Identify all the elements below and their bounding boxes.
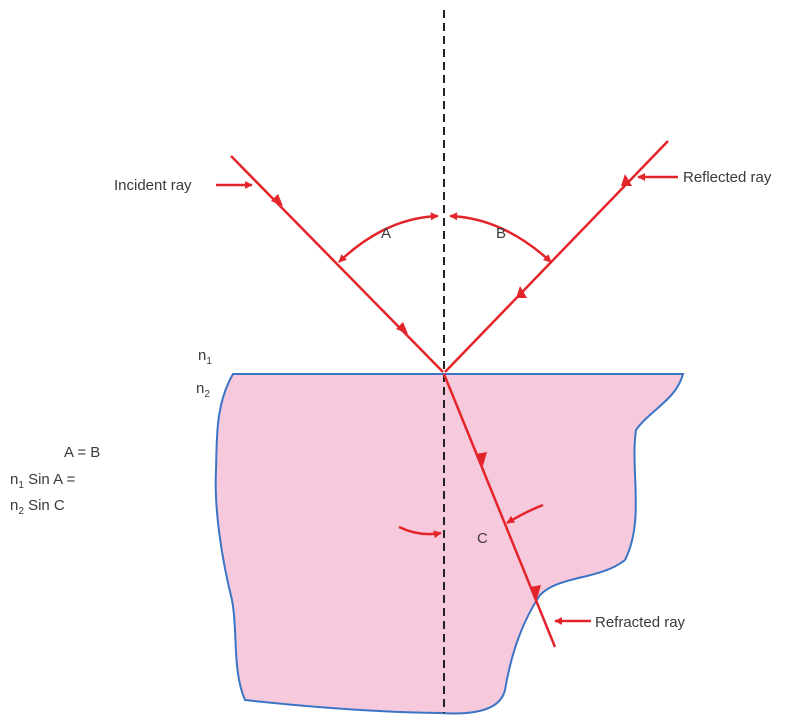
angle-b-label: B xyxy=(496,225,506,242)
angle-a-label: A xyxy=(381,225,391,242)
incident-ray-label: Incident ray xyxy=(114,177,192,194)
reflected-ray xyxy=(445,141,668,372)
equation-line-2: n1 Sin A = xyxy=(10,471,75,491)
incident-direction-arrow-2 xyxy=(396,322,408,334)
angle-c-label: C xyxy=(477,530,488,547)
refracted-ray-label: Refracted ray xyxy=(595,614,686,631)
medium-2-region xyxy=(216,374,683,714)
reflected-ray-label: Reflected ray xyxy=(683,169,772,186)
incident-ray xyxy=(231,156,443,372)
medium-2-label: n2 xyxy=(196,380,210,400)
equation-line-3: n2 Sin C xyxy=(10,497,65,517)
equation-line-1: A = B xyxy=(64,444,100,461)
medium-1-label: n1 xyxy=(198,347,212,367)
